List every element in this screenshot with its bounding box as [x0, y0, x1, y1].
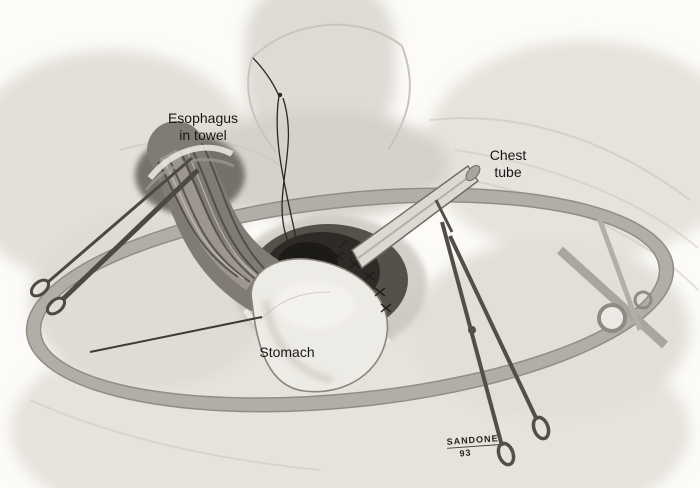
retractor-ring [25, 187, 675, 413]
label-chest-tube: Chest tube [490, 147, 527, 181]
label-esophagus: Esophagus in towel [168, 110, 238, 144]
anastomosis-sutures [332, 239, 392, 313]
chest-tube [351, 164, 481, 269]
label-esophagus-line2: in towel [179, 127, 227, 143]
stomach-organ [250, 258, 389, 393]
esophagus-clamp [29, 156, 200, 316]
label-esophagus-line1: Esophagus [167, 110, 239, 126]
label-stomach-text: Stomach [259, 344, 315, 360]
label-stomach: Stomach [259, 344, 314, 361]
suture-threads [252, 57, 297, 243]
artist-signature: SANDONE 93 [446, 433, 500, 459]
needle-probe [89, 316, 263, 353]
tube-clamp [434, 199, 551, 467]
label-chest-tube-line2: tube [494, 164, 522, 180]
label-chest-tube-line1: Chest [489, 147, 527, 163]
